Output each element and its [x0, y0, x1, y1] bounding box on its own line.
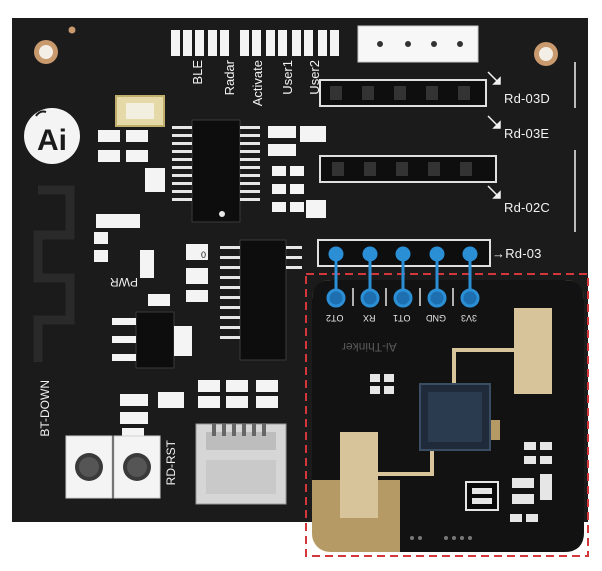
- module-pin-rx: RX: [363, 313, 376, 323]
- mode-label-ble: BLE: [190, 60, 205, 85]
- rd-rst-label: RD-RST: [164, 440, 178, 486]
- top-pin-header: [357, 25, 479, 63]
- connector-label-rd03: →Rd-03: [492, 246, 542, 261]
- module-brand-text: Ai-Thinker: [342, 340, 397, 354]
- module-pin-3v3: 3V3: [461, 313, 478, 323]
- mode-label-activate: Activate: [250, 60, 265, 107]
- mode-label-radar: Radar: [222, 60, 237, 96]
- connector-label-rd02c: Rd-02C: [504, 200, 550, 215]
- passive-components: [94, 126, 326, 440]
- mounting-hole-top-left: [34, 40, 58, 64]
- connector-arrows: [487, 71, 501, 199]
- rd-rst-button[interactable]: [114, 436, 160, 498]
- module-pin-ot1: OT1: [393, 313, 411, 323]
- mounting-hole-top-right: [534, 42, 558, 66]
- connector-rd03d-footprint: [319, 79, 487, 107]
- module-pin-ot2: OT2: [326, 313, 344, 323]
- bt-down-label: BT-DOWN: [38, 380, 52, 437]
- connector-label-rd03e: Rd-03E: [504, 126, 550, 141]
- crystal-component: [115, 95, 165, 127]
- usb-c-connector: [195, 423, 287, 505]
- radar-module: [312, 280, 584, 552]
- svg-text:Ai: Ai: [37, 124, 67, 157]
- second-ic-chip: [220, 239, 302, 361]
- bt-down-button-body: [65, 435, 113, 499]
- rd-rst-button-body: [113, 435, 161, 499]
- pwr-label: PWR: [110, 275, 138, 289]
- antenna-trace: [33, 185, 75, 362]
- mode-label-user1: User1: [280, 60, 295, 95]
- connector-rd02c-footprint: [319, 155, 497, 183]
- mode-label-user2: User2: [307, 60, 322, 95]
- module-pin-gnd: GND: [426, 313, 446, 323]
- main-ic-chip: [172, 119, 260, 223]
- ai-thinker-logo: Ai: [24, 108, 80, 164]
- bt-down-button[interactable]: [66, 436, 112, 498]
- module-callout-frame: [305, 273, 589, 557]
- regulator-mark: 0: [201, 250, 207, 260]
- mode-jumper-pads: [171, 30, 339, 56]
- module-pin-wires: [326, 246, 480, 308]
- voltage-regulator: [112, 311, 192, 369]
- connector-label-rd03d: Rd-03D: [504, 91, 550, 106]
